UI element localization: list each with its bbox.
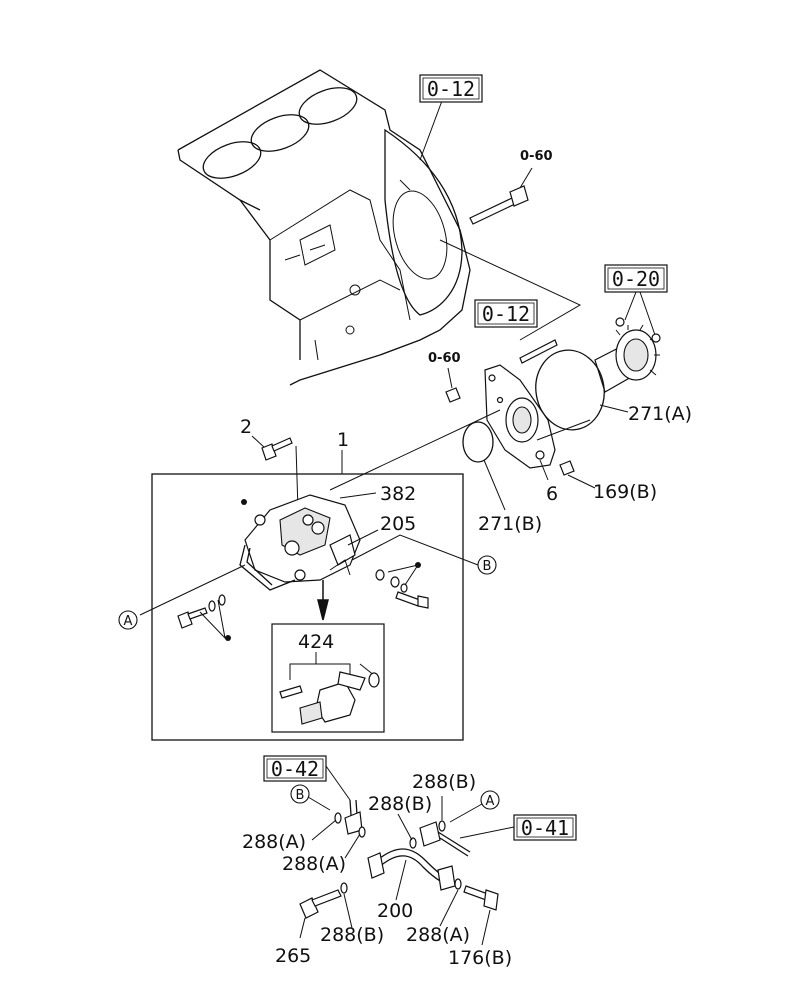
svg-text:0-42: 0-42	[271, 757, 319, 781]
bolt-icon	[261, 437, 293, 461]
leader-line	[351, 534, 479, 566]
bolt-washer-group-left	[177, 594, 226, 629]
label-1: 1	[337, 429, 349, 451]
svg-text:0-12: 0-12	[482, 302, 530, 326]
leader-line	[539, 459, 549, 481]
leader-line	[599, 404, 629, 413]
o-ring-271b	[462, 421, 494, 463]
svg-text:A: A	[124, 614, 133, 629]
bolt-icon	[463, 885, 499, 911]
svg-text:B: B	[483, 559, 492, 574]
callout-b-right[interactable]: B	[477, 555, 497, 575]
callout-b-lower[interactable]: B	[290, 784, 310, 804]
callout-a-lower[interactable]: A	[480, 790, 500, 810]
leader-line	[344, 833, 361, 859]
washer-icon	[409, 837, 417, 849]
pump-assembly-frame	[151, 473, 464, 741]
marker-dot	[241, 499, 247, 505]
leader-line	[449, 803, 483, 823]
leader-line	[307, 796, 331, 811]
o-ring-271a	[535, 349, 605, 431]
label-288a-2: 288(A)	[282, 853, 346, 875]
leader-line	[624, 291, 656, 336]
leader-line	[481, 909, 491, 946]
label-169b: 169(B)	[593, 481, 657, 503]
leader-line	[325, 765, 351, 801]
engine-block-illustration	[177, 69, 471, 386]
washer-icon	[334, 812, 342, 824]
label-288a-bot: 288(A)	[406, 924, 470, 946]
marker-dot	[415, 562, 421, 568]
stud-icon	[519, 339, 558, 364]
label-265: 265	[275, 945, 311, 967]
ref-box-0-12-top[interactable]: 0-12	[419, 74, 483, 103]
fuel-pipe-illustration	[344, 799, 471, 891]
label-6: 6	[546, 483, 558, 505]
label-288a-1: 288(A)	[242, 831, 306, 853]
leader-line	[395, 859, 407, 901]
marker-dot	[225, 635, 231, 641]
label-2: 2	[240, 416, 252, 438]
ref-box-0-12-mid[interactable]: 0-12	[474, 299, 538, 328]
leader-line	[567, 474, 596, 489]
leader-line	[439, 889, 459, 927]
label-205: 205	[380, 513, 416, 535]
leader-line	[299, 917, 306, 939]
ref-box-0-41[interactable]: 0-41	[513, 814, 577, 841]
leader-line	[347, 529, 379, 546]
leader-line	[459, 826, 515, 839]
label-176b: 176(B)	[448, 947, 512, 969]
callout-a-left[interactable]: A	[118, 610, 138, 630]
nut-icon	[445, 387, 461, 403]
label-288b-bot: 288(B)	[320, 924, 384, 946]
bolt-washer-group-right	[375, 569, 429, 609]
label-288b-top: 288(B)	[412, 771, 476, 793]
svg-text:0-12: 0-12	[427, 77, 475, 101]
svg-text:A: A	[486, 794, 495, 809]
label-382: 382	[380, 483, 416, 505]
bolt-icon	[469, 185, 529, 225]
leader-line	[339, 492, 377, 499]
fuel-injection-pump-illustration	[239, 494, 361, 591]
adapter-plate-illustration	[484, 364, 556, 469]
label-200: 200	[377, 900, 413, 922]
svg-text:0-41: 0-41	[521, 816, 569, 840]
washer-icon	[358, 826, 366, 838]
label-271a: 271(A)	[628, 403, 692, 425]
washer-icon	[438, 820, 446, 832]
arrow-down-icon	[317, 580, 329, 621]
leader-line	[439, 239, 582, 341]
label-0-60-top: 0-60	[520, 149, 553, 164]
svg-text:0-20: 0-20	[612, 267, 660, 291]
leader-line	[447, 367, 453, 389]
nut-icon	[559, 460, 575, 476]
svg-text:B: B	[296, 788, 305, 803]
leader-line	[536, 419, 591, 441]
label-271b: 271(B)	[478, 513, 542, 535]
leader-line	[139, 564, 246, 616]
leader-line	[397, 813, 413, 841]
ref-box-0-42[interactable]: 0-42	[263, 755, 327, 782]
leader-line	[311, 819, 337, 841]
label-288b-mid: 288(B)	[368, 793, 432, 815]
drive-gear-illustration	[594, 317, 661, 393]
leader-line	[343, 893, 353, 929]
bolt-icon	[299, 889, 342, 919]
label-0-60-mid: 0-60	[428, 351, 461, 366]
leader-line	[329, 409, 501, 491]
leader-line	[251, 435, 266, 449]
washer-icon	[454, 878, 462, 890]
leader-line	[483, 459, 506, 511]
ref-box-0-20[interactable]: 0-20	[604, 264, 668, 293]
washer-icon	[340, 882, 348, 894]
suction-control-valve-illustration	[279, 671, 380, 725]
leader-line	[519, 167, 533, 189]
label-424: 424	[298, 631, 334, 653]
